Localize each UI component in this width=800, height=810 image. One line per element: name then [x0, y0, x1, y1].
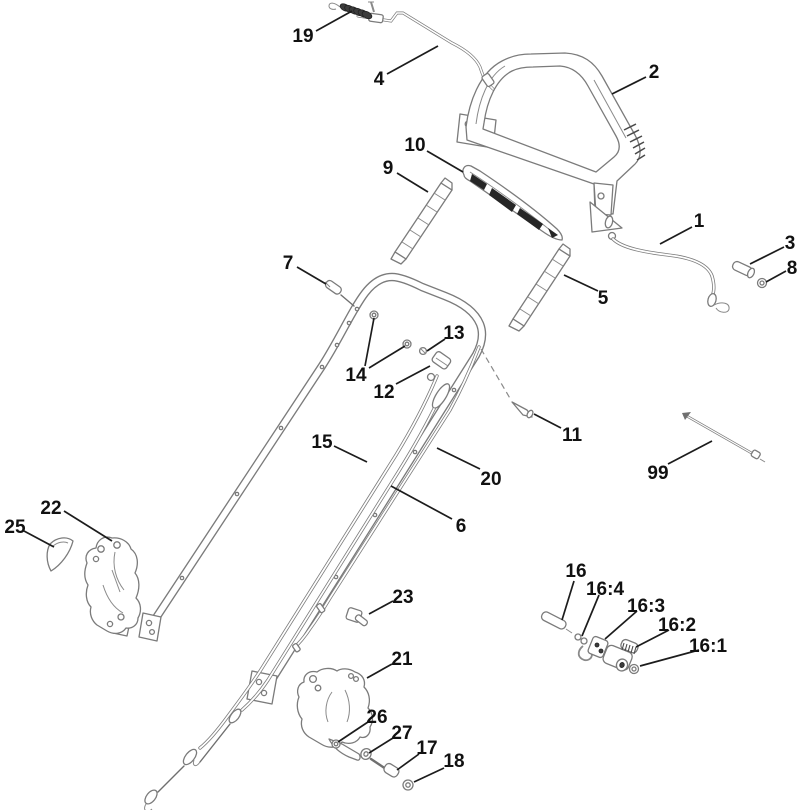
leader-16-1 [639, 649, 700, 667]
part-drive-cable [193, 383, 451, 767]
callout-label-1: 1 [694, 211, 705, 232]
part-washer-27 [360, 747, 372, 761]
part-nut-18 [402, 779, 414, 791]
leader-26 [337, 721, 369, 743]
part-clip-23 [345, 607, 369, 627]
part-decal [462, 164, 563, 241]
callout-label-11: 11 [562, 425, 583, 446]
callout-label-16-1: 16:1 [689, 636, 727, 657]
part-brake-rod [356, 11, 495, 91]
callout-label-15: 15 [311, 432, 333, 453]
leader-5 [563, 274, 599, 292]
leader-21 [366, 663, 393, 679]
callout-label-99: 99 [647, 463, 668, 484]
callout-label-20: 20 [480, 469, 501, 490]
leader-8 [765, 270, 787, 283]
part-wear-plate [46, 537, 74, 572]
callout-label-4: 4 [374, 69, 385, 90]
part-right-bracket [296, 667, 374, 761]
callout-label-16: 16 [565, 561, 586, 582]
leader-1 [659, 226, 693, 245]
leader-18 [413, 767, 445, 783]
callout-label-9: 9 [383, 158, 394, 179]
leader-7 [296, 266, 327, 285]
part-cable-ferrule [731, 260, 756, 279]
callout-label-3: 3 [785, 233, 796, 254]
callout-label-21: 21 [391, 649, 413, 670]
leader-99 [667, 440, 713, 465]
callout-label-16-2: 16:2 [658, 615, 696, 636]
part-pin-11 [480, 348, 534, 419]
leader-16-4 [581, 594, 600, 637]
leader-4 [386, 45, 439, 75]
part-pivot-assembly [540, 611, 640, 675]
part-ferrule-nut [756, 277, 768, 289]
part-grip-strip-right [508, 243, 571, 332]
callout-label-16-4: 16:4 [586, 579, 624, 600]
callout-label-23: 23 [392, 587, 413, 608]
part-upper-handle [456, 52, 646, 233]
callout-label-5: 5 [598, 288, 609, 309]
leader-15 [333, 445, 368, 463]
callout-label-6: 6 [456, 516, 467, 537]
part-brake-cable [144, 374, 439, 810]
leader-12 [395, 365, 431, 385]
leader-25 [23, 530, 55, 548]
handle-grip-hatch [623, 123, 646, 161]
callout-label-8: 8 [787, 258, 798, 279]
callout-label-27: 27 [391, 723, 412, 744]
callout-label-2: 2 [649, 62, 660, 83]
callout-label-17: 17 [416, 738, 437, 759]
callout-label-19: 19 [292, 26, 313, 47]
callout-labels: 19 4 2 10 9 5 1 3 8 7 13 14 12 11 15 20 … [4, 26, 797, 772]
leader-20 [436, 447, 481, 470]
leader-16 [561, 580, 575, 621]
leader-19 [315, 10, 353, 32]
leader-9 [396, 172, 429, 193]
callout-label-22: 22 [40, 498, 61, 519]
callout-label-18: 18 [443, 751, 464, 772]
leader-22 [63, 510, 113, 542]
leader-13 [426, 338, 446, 352]
part-spring [328, 1, 375, 20]
callout-label-7: 7 [283, 253, 294, 274]
callout-label-16-3: 16:3 [627, 596, 665, 617]
part-nuts-14 [369, 310, 412, 349]
leader-3 [749, 246, 785, 265]
callout-label-10: 10 [404, 135, 425, 156]
leader-27 [368, 737, 394, 754]
part-left-bracket [84, 536, 142, 635]
callout-label-26: 26 [366, 707, 387, 728]
leader-14a [364, 317, 375, 367]
leader-23 [368, 600, 394, 615]
part-control-cable [604, 215, 730, 313]
part-cable-tie [682, 412, 766, 463]
callout-label-14: 14 [345, 365, 367, 386]
leader-10 [426, 150, 464, 173]
leader-lines [23, 10, 787, 783]
part-grip-strip-left [390, 177, 453, 265]
leader-17 [396, 753, 420, 771]
callout-label-13: 13 [443, 323, 464, 344]
leader-14b [368, 345, 406, 369]
part-clip-13 [418, 346, 428, 356]
leader-16-2 [635, 629, 670, 648]
callout-label-12: 12 [373, 382, 394, 403]
leader-16-3 [604, 610, 638, 640]
part-bolt-17 [369, 757, 400, 778]
part-lower-handle [112, 272, 487, 705]
leader-11 [533, 413, 562, 429]
leader-6 [390, 485, 453, 520]
callout-label-25: 25 [4, 517, 26, 538]
part-cable-adjuster [426, 351, 452, 382]
part-clevis-pin [324, 279, 355, 307]
leader-2 [611, 76, 647, 95]
part-cable-conduit [292, 345, 481, 653]
